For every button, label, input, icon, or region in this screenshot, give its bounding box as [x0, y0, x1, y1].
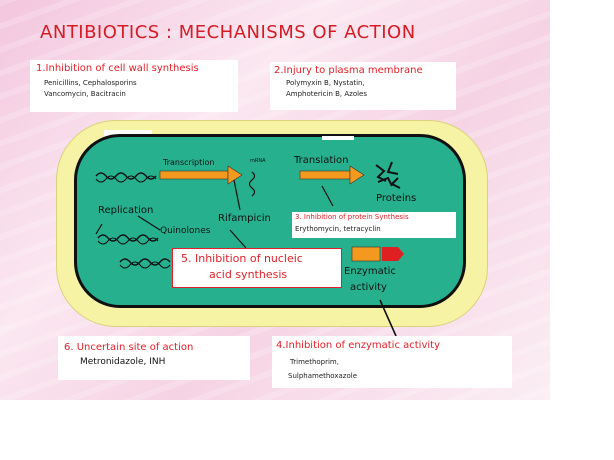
enzymatic-activity-heading: 4.Inhibition of enzymatic activity — [276, 340, 440, 351]
mrna-strand — [248, 171, 256, 197]
enzymatic-activity-drugs-1: Trimethoprim, — [290, 358, 339, 366]
diagram-drawing — [95, 161, 404, 337]
replication-label: Replication — [98, 205, 154, 216]
nucleic-acid-box: 5. Inhibition of nucleic acid synthesis — [172, 248, 342, 288]
slide-background: ANTIBIOTICS : MECHANISMS OF ACTION 1.Inh… — [0, 0, 550, 400]
enzymatic-pointer — [379, 299, 397, 337]
protein-synthesis-pointer — [321, 185, 334, 207]
nucleic-acid-line-2: acid synthesis — [209, 268, 288, 281]
quinolones-label: Quinolones — [160, 226, 211, 236]
cell-wall-heading: 1.Inhibition of cell wall synthesis — [36, 63, 199, 74]
plasma-membrane-drugs-1: Polymyxin B, Nystatin, — [286, 79, 365, 87]
page-title: ANTIBIOTICS : MECHANISMS OF ACTION — [40, 22, 416, 43]
transcription-arrow — [159, 165, 243, 185]
protein-synthesis-drugs: Erythomycin, tetracyclin — [295, 225, 381, 233]
enzymatic-label: Enzymatic — [344, 266, 396, 277]
proteins-label: Proteins — [376, 193, 417, 204]
plasma-membrane-heading: 2.Injury to plasma membrane — [274, 65, 423, 76]
cell-wall-box: 1.Inhibition of cell wall synthesis Peni… — [30, 60, 238, 112]
plasma-membrane-box: 2.Injury to plasma membrane Polymyxin B,… — [270, 62, 456, 110]
uncertain-site-drugs: Metronidazole, INH — [80, 357, 166, 367]
replication-pointer — [95, 223, 103, 235]
rifampicin-pointer-2 — [229, 229, 247, 249]
dna-strand-top — [95, 172, 157, 180]
translation-label: Translation — [294, 155, 349, 166]
cell-wall-drugs-1: Penicillins, Cephalosporins — [44, 79, 137, 87]
protein-synthesis-heading: 3. Inhibition of protein Synthesis — [295, 213, 409, 221]
uncertain-site-box: 6. Uncertain site of action Metronidazol… — [58, 336, 250, 380]
mrna-label: mRNA — [250, 158, 266, 164]
nucleic-acid-line-1: 5. Inhibition of nucleic — [181, 252, 303, 265]
enzymatic-activity-drugs-2: Sulphamethoxazole — [288, 372, 358, 380]
quinolones-pointer — [137, 215, 161, 231]
transcription-label: Transcription — [163, 158, 215, 167]
cell-wall-drugs-2: Vancomycin, Bacitracin — [44, 90, 126, 98]
dna-strand-left — [97, 234, 159, 242]
enzymatic-activity-box: 4.Inhibition of enzymatic activity Trime… — [272, 336, 512, 388]
uncertain-site-heading: 6. Uncertain site of action — [64, 342, 194, 353]
protein-synthesis-box: 3. Inhibition of protein Synthesis Eryth… — [292, 212, 456, 238]
activity-label: activity — [350, 282, 387, 293]
translation-arrow — [299, 165, 365, 185]
plasma-membrane-drugs-2: Amphotericin B, Azoles — [286, 90, 367, 98]
membrane-gap — [322, 136, 354, 140]
rifampicin-pointer — [233, 179, 241, 211]
dna-strand-right — [119, 258, 171, 266]
enzyme-icon — [351, 246, 404, 262]
rifampicin-label: Rifampicin — [218, 213, 271, 224]
proteins-icon — [375, 161, 401, 189]
